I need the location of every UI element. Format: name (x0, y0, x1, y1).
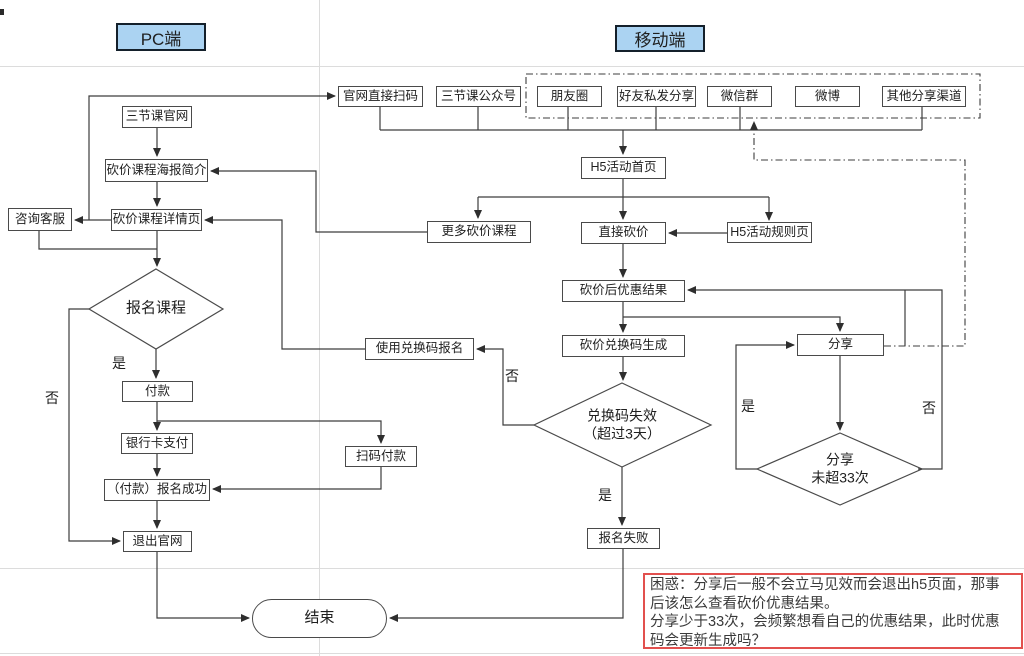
node-code-generated: 砍价兑换码生成 (562, 335, 685, 357)
node-official-site: 三节课官网 (122, 106, 192, 128)
label-pc-yes: 是 (112, 355, 126, 371)
node-share-wechat-group: 微信群 (707, 86, 772, 107)
node-share: 分享 (797, 334, 884, 356)
node-course-poster: 砍价课程海报简介 (105, 159, 208, 182)
decision-code-expired-label: 兑换码失效 （超过3天） (583, 407, 661, 442)
node-bank-card-pay: 银行卡支付 (121, 433, 193, 454)
node-scan-code-pay: 扫码付款 (345, 446, 417, 467)
node-more-bargain-courses: 更多砍价课程 (427, 221, 531, 243)
node-share-moments: 朋友圈 (537, 86, 602, 107)
label-mobile-no-share: 否 (922, 400, 936, 416)
note-line: 困惑：分享后一般不会立马见效而会退出h5页面，那事 (650, 577, 1000, 593)
node-wechat-official-account: 三节课公众号 (436, 86, 521, 107)
share-channels-container (525, 73, 981, 119)
label-mobile-no-expired: 否 (505, 368, 519, 384)
label-mobile-yes-expired: 是 (598, 487, 612, 503)
pc-section-label: PC端 (140, 29, 182, 49)
note-line: 码会更新生成吗？ (650, 632, 766, 649)
node-h5-home: H5活动首页 (581, 157, 666, 179)
node-pay: 付款 (122, 381, 193, 402)
decision-share-under-33-label: 分享 未超33次 (811, 451, 869, 486)
node-use-code-enroll: 使用兑换码报名 (365, 338, 474, 360)
note-line: 分享少于33次，会频繁想看自己的优惠结果，此时优惠 (650, 614, 1000, 630)
solid-connectors (38, 92, 943, 622)
label-mobile-yes-share: 是 (741, 398, 755, 414)
confusion-note: 困惑：分享后一般不会立马见效而会退出h5页面，那事 后该怎么查看砍价优惠结果。 … (643, 573, 1023, 649)
pc-section-header: PC端 (116, 23, 206, 51)
decision-enroll-course-label: 报名课程 (125, 299, 187, 317)
mobile-section-label: 移动端 (634, 31, 686, 50)
node-exit-site: 退出官网 (123, 531, 192, 552)
node-bargain-result: 砍价后优惠结果 (562, 280, 685, 302)
share-back-to-channels-connector (750, 121, 966, 347)
node-direct-bargain: 直接砍价 (581, 222, 666, 244)
decision-share-under-33 (755, 432, 924, 506)
note-line: 后该怎么查看砍价优惠结果。 (650, 595, 839, 612)
mobile-section-header: 移动端 (615, 25, 705, 52)
node-enroll-fail: 报名失败 (587, 528, 660, 549)
node-h5-rules-page: H5活动规则页 (727, 222, 812, 243)
node-share-other-channels: 其他分享渠道 (882, 86, 966, 107)
node-course-detail-page: 砍价课程详情页 (111, 209, 202, 231)
node-scan-qr-on-site: 官网直接扫码 (338, 86, 423, 107)
node-share-weibo: 微博 (795, 86, 860, 107)
node-enroll-success: （付款）报名成功 (104, 479, 210, 501)
label-pc-no: 否 (45, 390, 59, 406)
node-share-private-message: 好友私发分享 (617, 86, 696, 107)
scan-artifact (0, 9, 4, 15)
node-customer-support: 咨询客服 (8, 208, 72, 231)
node-end: 结束 (252, 599, 387, 638)
